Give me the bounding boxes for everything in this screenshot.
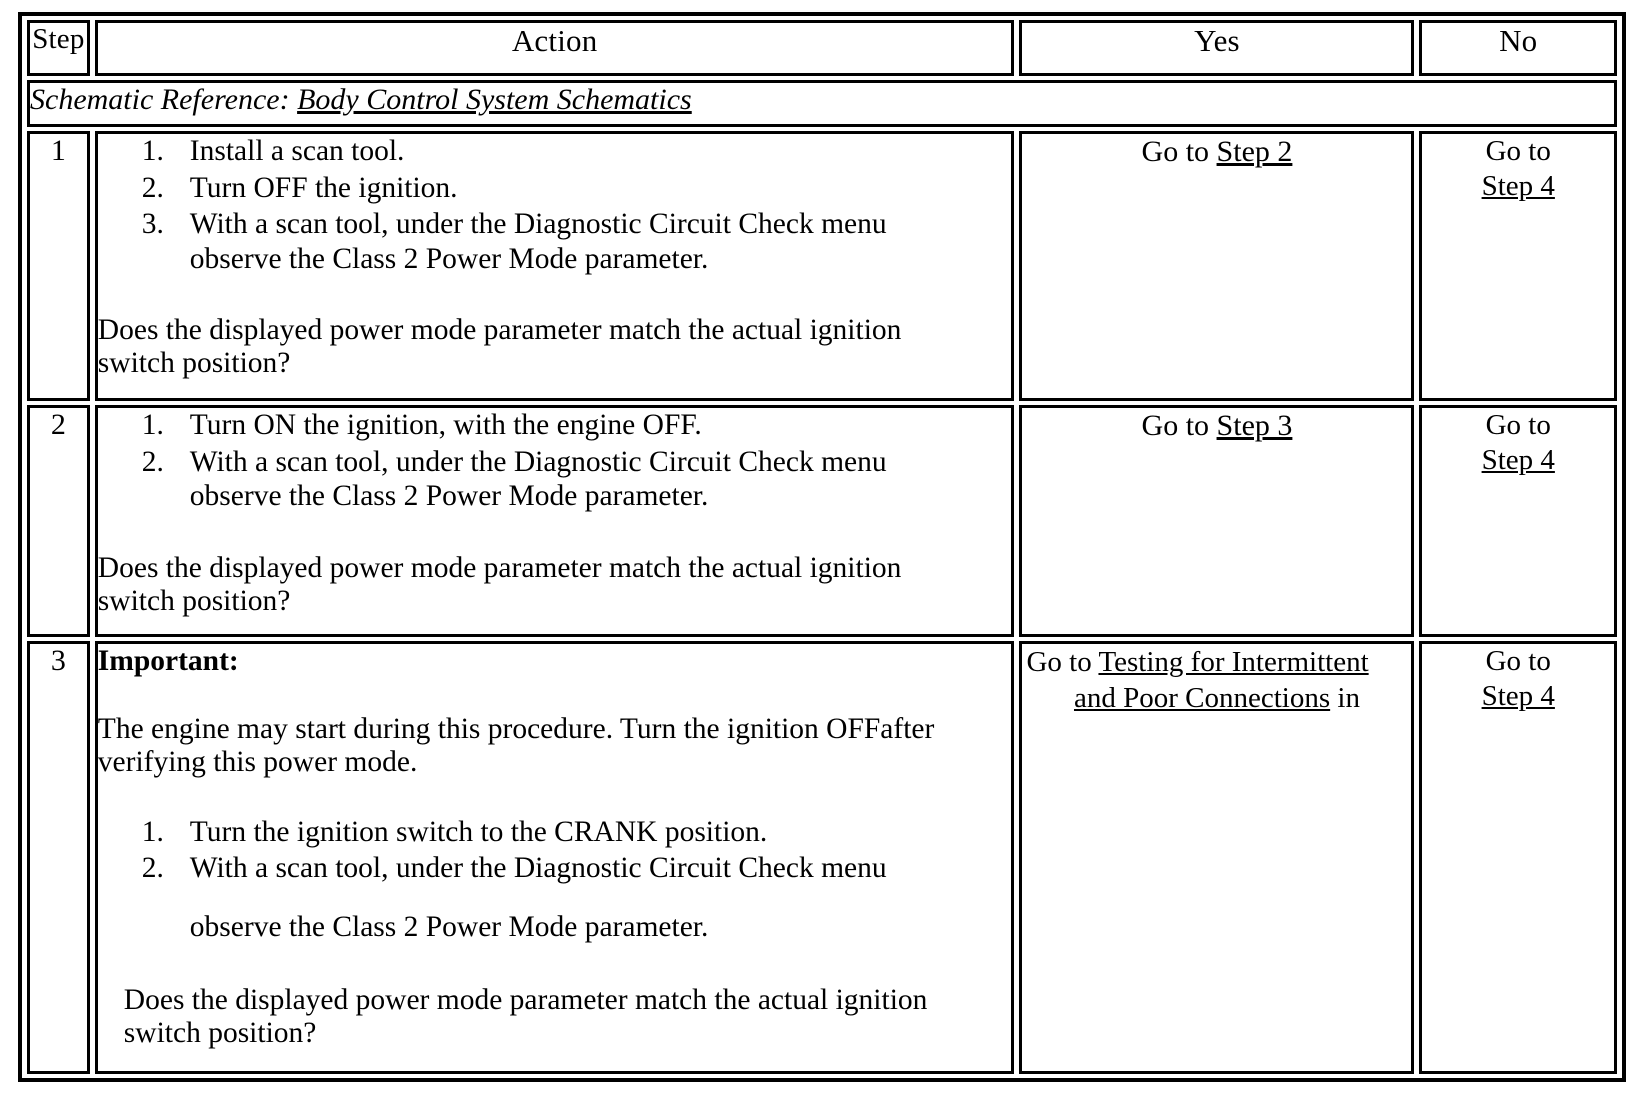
goto-prefix: Go to [1141, 409, 1217, 443]
schematic-reference-cell: Schematic Reference: Body Control System… [27, 79, 1617, 128]
list-item: 2. Turn OFF the ignition. [98, 171, 1012, 206]
list-subtext: observe the Class 2 Power Mode parameter… [189, 242, 709, 275]
list-marker: 2. [141, 852, 164, 885]
goto-link[interactable]: Step 2 [1216, 135, 1293, 169]
goto-link[interactable]: Step 4 [1481, 169, 1555, 202]
no-goto-1: Go to Step 4 [1422, 134, 1614, 210]
table-row-step-3: 3 Important: The engine may start during… [27, 641, 1617, 1074]
diagnostic-table: Step Action Yes No Schematic Reference: … [22, 16, 1622, 1078]
list-item: 1. Turn the ignition switch to the CRANK … [98, 815, 1012, 850]
question-line-2: switch position? [123, 1017, 317, 1050]
column-header-yes: Yes [1019, 20, 1415, 76]
action-list-2: 1. Turn ON the ignition, with the engine … [98, 408, 1012, 514]
schematic-reference-label: Schematic Reference: [30, 82, 290, 116]
list-marker: 2. [141, 171, 164, 204]
note-line-1: The engine may start during this procedu… [97, 712, 881, 745]
goto-prefix: Go to [1026, 646, 1099, 679]
goto-prefix: Go to [1485, 409, 1551, 442]
list-text: With a scan tool, under the Diagnostic C… [189, 208, 887, 241]
yes-cell-1: Go to Step 2 [1019, 131, 1415, 402]
no-cell-2: Go to Step 4 [1419, 405, 1617, 638]
list-marker: 1. [141, 815, 164, 848]
list-text: Turn ON the ignition, with the engine OF… [189, 409, 702, 442]
yes-goto-3: Go to Testing for Intermittent and Poor … [1022, 644, 1411, 723]
question-line-2: switch position? [97, 347, 291, 380]
yes-cell-2: Go to Step 3 [1019, 405, 1415, 638]
schematic-reference-link[interactable]: Body Control System Schematics [297, 82, 692, 116]
question-line-1: Does the displayed power mode parameter … [97, 551, 902, 584]
action-cell-2: 1. Turn ON the ignition, with the engine … [94, 405, 1015, 638]
goto-link-part-2[interactable]: and Poor Connections [1073, 682, 1331, 715]
column-header-action: Action [94, 20, 1015, 76]
yes-cell-3: Go to Testing for Intermittent and Poor … [1019, 641, 1415, 1074]
list-item: 2. With a scan tool, under the Diagnostic… [98, 851, 1012, 944]
step-number-2: 2 [27, 405, 90, 638]
list-marker: 1. [141, 409, 164, 442]
yes-goto-1: Go to Step 2 [1022, 134, 1411, 170]
diagnostic-table-frame: Step Action Yes No Schematic Reference: … [18, 12, 1626, 1082]
list-item: 3. With a scan tool, under the Diagnostic… [98, 207, 1012, 276]
table-header-row: Step Action Yes No [27, 20, 1617, 76]
no-cell-3: Go to Step 4 [1419, 641, 1617, 1074]
schematic-reference-row: Schematic Reference: Body Control System… [27, 79, 1617, 128]
goto-prefix: Go to [1485, 645, 1551, 678]
question-line-2: switch position? [97, 584, 291, 617]
goto-line-1: Go to Testing for Intermittent [1022, 644, 1411, 680]
question-line-1: Does the displayed power mode parameter … [97, 314, 902, 347]
table-row-step-1: 1 1. Install a scan tool. 2. Turn OFF the … [27, 131, 1617, 402]
question-text-2: Does the displayed power mode parameter … [98, 552, 1012, 618]
list-item: 1. Turn ON the ignition, with the engine … [98, 408, 1012, 443]
note-line-2: after verifying this power mode. [97, 712, 935, 778]
goto-link[interactable]: Step 3 [1216, 409, 1293, 443]
question-line-1: Does the displayed power mode parameter … [123, 984, 928, 1017]
list-marker: 2. [141, 445, 164, 478]
list-marker: 3. [141, 208, 164, 241]
list-item: 2. With a scan tool, under the Diagnostic… [98, 445, 1012, 514]
question-text-3: Does the displayed power mode parameter … [98, 984, 1012, 1050]
list-text: Install a scan tool. [189, 135, 405, 168]
list-marker: 1. [141, 135, 164, 168]
step-number-3: 3 [27, 641, 90, 1074]
no-cell-1: Go to Step 4 [1419, 131, 1617, 402]
yes-goto-2: Go to Step 3 [1022, 408, 1411, 444]
goto-link[interactable]: Step 4 [1481, 443, 1555, 476]
action-list-1: 1. Install a scan tool. 2. Turn OFF the ig… [98, 134, 1012, 276]
list-text: Turn OFF the ignition. [189, 171, 458, 204]
list-item: 1. Install a scan tool. [98, 134, 1012, 169]
important-label: Important: [97, 645, 239, 678]
list-subtext: observe the Class 2 Power Mode parameter… [189, 910, 709, 943]
column-header-no: No [1419, 20, 1617, 76]
goto-link[interactable]: Step 4 [1481, 679, 1555, 712]
action-cell-3: Important: The engine may start during t… [94, 641, 1015, 1074]
step-number-1: 1 [27, 131, 90, 402]
no-goto-2: Go to Step 4 [1422, 408, 1614, 484]
list-subtext: observe the Class 2 Power Mode parameter… [189, 480, 709, 513]
action-list-3: 1. Turn the ignition switch to the CRANK … [98, 815, 1012, 945]
goto-line-2: and Poor Connections in [1022, 680, 1411, 716]
important-note: The engine may start during this procedu… [98, 713, 1012, 779]
list-text: Turn the ignition switch to the CRANK po… [189, 815, 768, 848]
question-text-1: Does the displayed power mode parameter … [98, 314, 1012, 380]
goto-prefix: Go to [1485, 135, 1551, 168]
schematic-reference-text: Schematic Reference: Body Control System… [30, 83, 692, 116]
goto-suffix: in [1330, 682, 1360, 715]
list-text: With a scan tool, under the Diagnostic C… [189, 445, 887, 478]
goto-prefix: Go to [1141, 135, 1217, 169]
action-cell-1: 1. Install a scan tool. 2. Turn OFF the ig… [94, 131, 1015, 402]
table-row-step-2: 2 1. Turn ON the ignition, with the engin… [27, 405, 1617, 638]
no-goto-3: Go to Step 4 [1422, 644, 1614, 720]
column-header-step: Step [27, 20, 90, 76]
list-text: With a scan tool, under the Diagnostic C… [189, 852, 887, 885]
goto-link-part-1[interactable]: Testing for Intermittent [1098, 646, 1369, 679]
